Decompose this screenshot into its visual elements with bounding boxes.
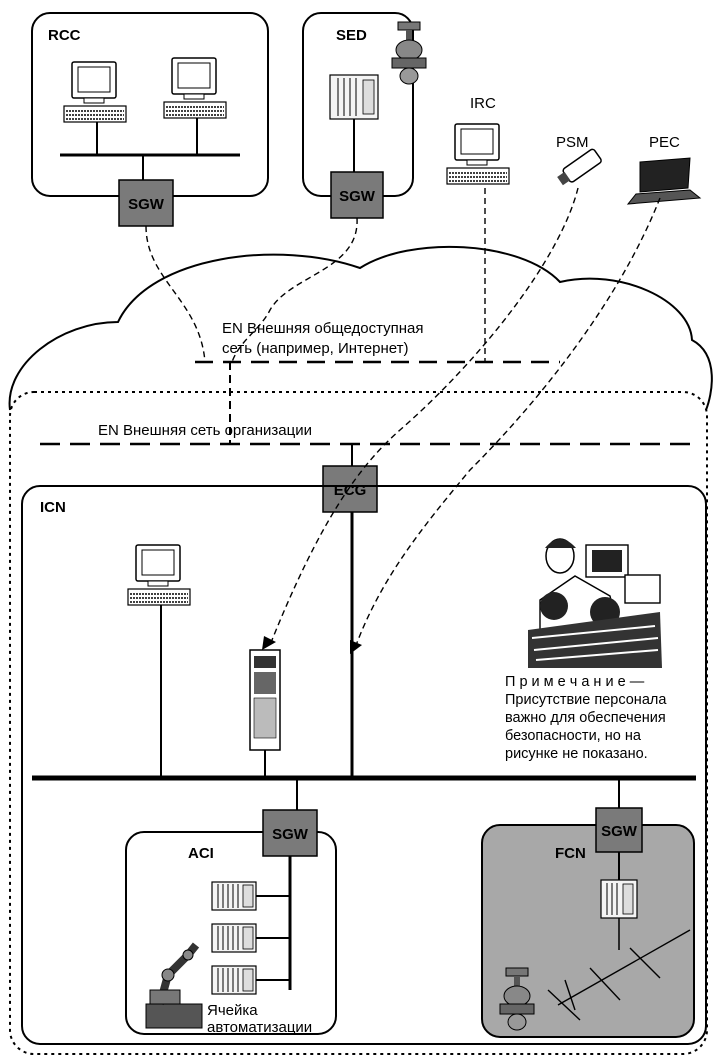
rcc-label: RCC (48, 27, 81, 44)
icn-server (249, 649, 281, 751)
note-line-3: безопасности, но на (505, 728, 642, 744)
svg-text:SGW: SGW (601, 823, 638, 840)
fcn-controller (600, 879, 638, 919)
psm-label: PSM (556, 134, 589, 151)
organization-boundary (9, 391, 708, 1055)
org-en-label: EN Внешняя сеть организации (98, 422, 312, 439)
robot-arm-icon (145, 942, 203, 1029)
note-line-2: важно для обеспечения (505, 710, 666, 726)
aci-controller-3 (211, 965, 257, 995)
rcc-workstation-2 (163, 57, 227, 119)
svg-text:SGW: SGW (339, 188, 376, 205)
pec-access-link (354, 197, 661, 649)
rcc-workstation-1 (63, 61, 127, 123)
sgw-fcn: SGW (595, 807, 643, 853)
irc-label: IRC (470, 95, 496, 112)
icn-box (21, 485, 707, 1045)
sgw-aci: SGW (262, 809, 318, 857)
public-en-label-line1: EN Внешняя общедоступная (222, 320, 424, 337)
personnel-illustration (528, 538, 662, 668)
irc-workstation (446, 123, 510, 185)
aci-controller-2 (211, 923, 257, 953)
fcn-label: FCN (555, 845, 586, 862)
svg-text:SGW: SGW (272, 826, 309, 843)
sed-controller (329, 74, 379, 120)
icn-workstation (127, 544, 191, 606)
icn-label: ICN (40, 499, 66, 516)
sed-label: SED (336, 27, 367, 44)
sgw-sed: SGW (330, 171, 384, 219)
psm-access-link (269, 187, 579, 646)
fcn-box (481, 824, 695, 1038)
aci-label: ACI (188, 845, 214, 862)
pec-laptop-icon (626, 157, 702, 205)
psm-device-icon (557, 148, 602, 186)
svg-text:SGW: SGW (128, 196, 165, 213)
svg-text:ECG: ECG (334, 482, 367, 499)
note-title: П р и м е ч а н и е — (505, 674, 645, 690)
pec-label: PEC (649, 134, 680, 151)
public-en-label-line2: сеть (например, Интернет) (222, 340, 408, 357)
aci-controller-1 (211, 881, 257, 911)
public-network-cloud (8, 245, 713, 411)
note-line-1: Присутствие персонала (505, 692, 667, 708)
fieldbus-lines (547, 929, 691, 1021)
sgw-rcc: SGW (118, 179, 174, 227)
cell-label-line2: автоматизации (207, 1019, 312, 1036)
note-line-4: рисунке не показано. (505, 746, 648, 762)
ecg-gateway: ECG (322, 465, 378, 513)
cell-label-line1: Ячейка (207, 1002, 258, 1019)
